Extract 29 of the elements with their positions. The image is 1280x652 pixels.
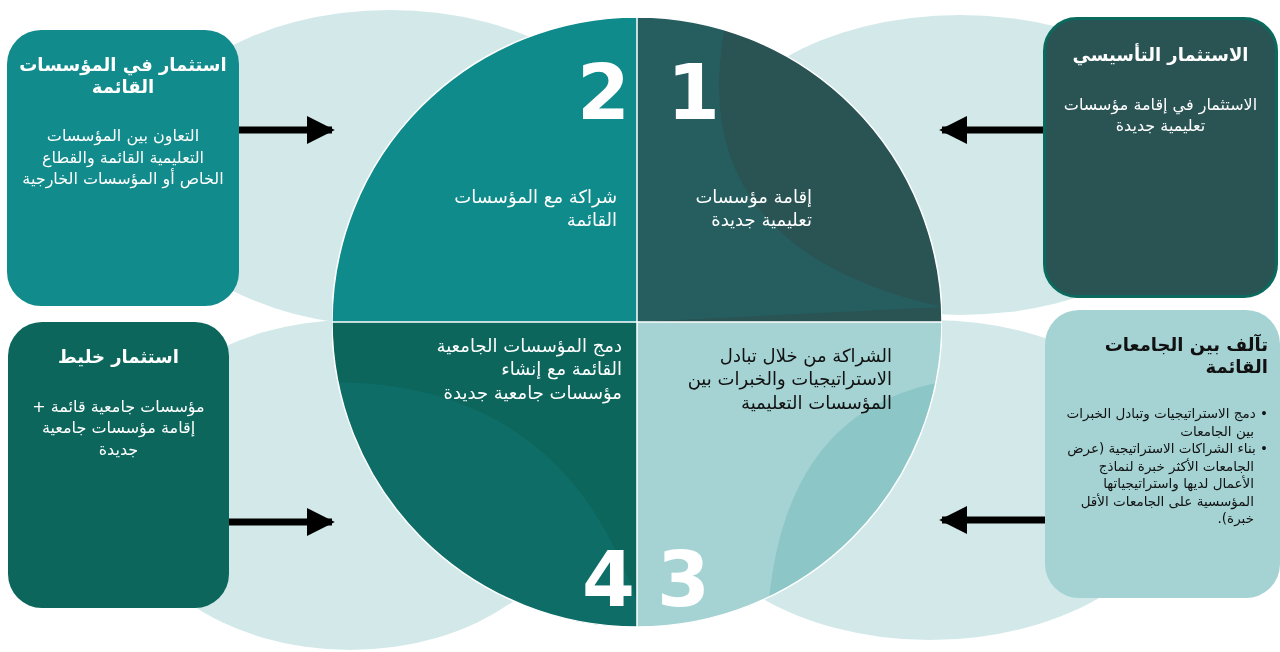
arrow: [939, 506, 1045, 534]
quadrant-segment: [637, 17, 942, 322]
quadrant-number: 2: [577, 55, 630, 131]
card-description: مؤسسات جامعية قائمة + إقامة مؤسسات جامعية جديدة: [31, 395, 206, 461]
bullet-item: • بناء الشراكات الاستراتيجية (عرض الجامعات الأكثر خبرة لنماذج الأعمال لديها واستراتيجياتها المؤسسية على الجامعات الأقل خبرة).: [1066, 440, 1268, 528]
card-heading: تآلف بين الجامعات القائمة: [1103, 334, 1268, 378]
card-heading: الاستثمار التأسيسي: [1072, 44, 1249, 66]
quadrant-text: دمج المؤسسات الجامعية القائمة مع إنشاء مؤسسات جامعية جديدة: [435, 334, 622, 405]
quadrant-segment: [332, 322, 637, 627]
quadrant-segment: [637, 322, 942, 627]
quadrant-segment: [332, 17, 637, 322]
card-heading: استثمار خليط: [58, 346, 179, 368]
arrow: [939, 116, 1043, 144]
bullet-item: • دمج الاستراتيجيات وتبادل الخبرات بين الجامعات: [1065, 405, 1268, 441]
card-description: الاستثمار في إقامة مؤسسات تعليمية جديدة: [1062, 93, 1259, 137]
info-card: [1045, 310, 1280, 598]
info-card: [8, 322, 229, 608]
quadrant-text: إقامة مؤسسات تعليمية جديدة: [694, 185, 812, 232]
arrow: [229, 508, 335, 536]
card-heading: استثمار في المؤسسات القائمة: [19, 54, 227, 98]
quadrant-number: 1: [667, 55, 720, 131]
card-description: التعاون بين المؤسسات التعليمية القائمة والقطاع الخاص أو المؤسسات الخارجية: [21, 125, 225, 190]
arrow: [239, 116, 335, 144]
quadrant-text: الشراكة من خلال تبادل الاستراتيجيات والخبرات بين المؤسسات التعليمية: [686, 344, 892, 415]
info-card: [7, 30, 239, 306]
quadrant-number: 3: [657, 542, 710, 618]
info-card: [1043, 17, 1278, 298]
quadrant-text: شراكة مع المؤسسات القائمة: [453, 185, 617, 232]
quadrant-number: 4: [582, 542, 635, 618]
